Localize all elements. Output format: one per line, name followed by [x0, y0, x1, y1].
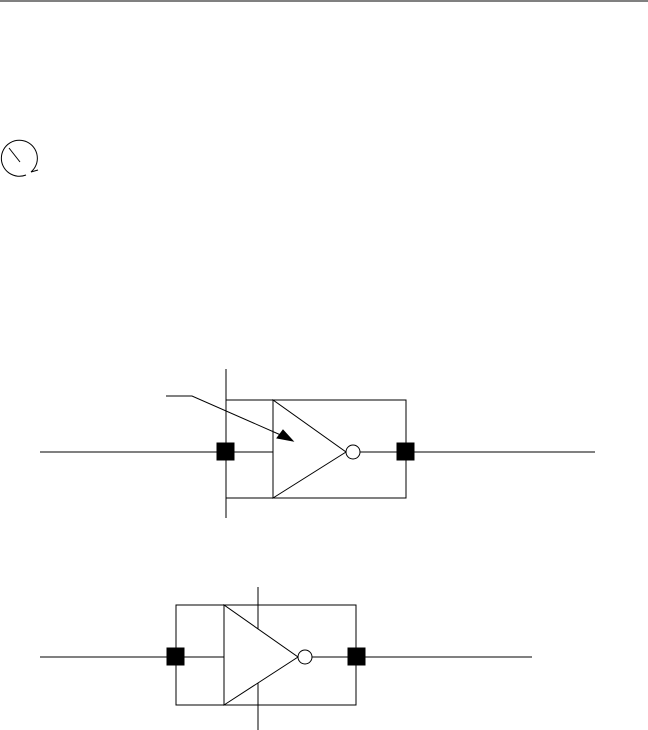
inverter-diagram-upper — [40, 369, 595, 518]
input-pin — [166, 647, 185, 666]
inverter-bubble — [297, 649, 313, 665]
buffer-triangle — [272, 399, 347, 499]
inverter-diagram-lower — [40, 587, 532, 730]
clock-icon — [0, 139, 39, 177]
input-pin — [216, 442, 235, 461]
callout-arrow — [166, 395, 295, 442]
buffer-triangle — [223, 604, 299, 706]
output-pin — [347, 647, 366, 666]
inverter-bubble — [345, 444, 361, 460]
output-pin — [396, 442, 415, 461]
